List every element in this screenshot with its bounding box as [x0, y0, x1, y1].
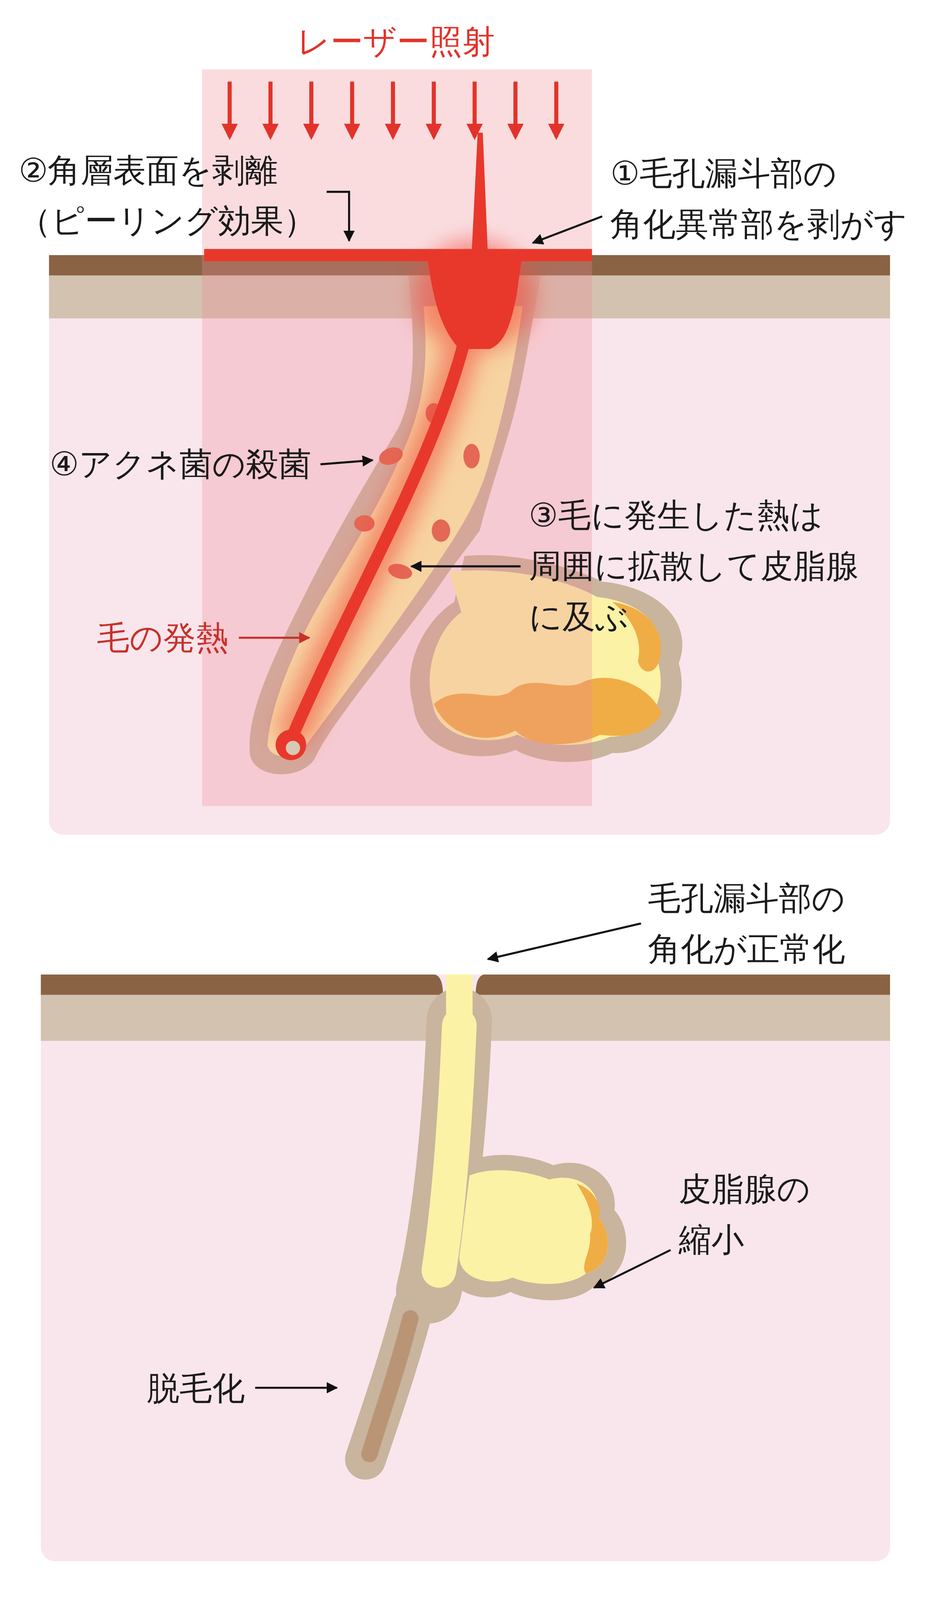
stratum-corneum: [40, 974, 443, 995]
callout-label: ①毛孔漏斗部の 角化異常部を剥がす: [610, 148, 908, 250]
peeling-layer: [204, 249, 593, 262]
leader-line: [487, 923, 641, 959]
bottom-panel: [40, 974, 891, 1562]
leader-line: [593, 1249, 671, 1288]
laser-title: レーザー照射: [296, 16, 495, 68]
dermis: [40, 974, 891, 1562]
hair-papilla: [285, 740, 300, 755]
follicle-canal: [438, 1025, 460, 1271]
callout-label: ③毛に発生した熱は 周囲に拡散して皮脂腺 に及ぶ: [528, 489, 859, 643]
sebum: [576, 1183, 608, 1274]
hair-tip: [471, 132, 488, 256]
sebaceous-gland: [459, 1169, 608, 1284]
epidermis: [477, 994, 891, 1041]
callout-label: 皮脂腺の 縮小: [678, 1163, 811, 1265]
hair-bulb: [275, 729, 307, 761]
leader-line: [255, 1386, 337, 1389]
leader-line: [532, 216, 602, 243]
callout-label: 脱毛化: [146, 1362, 245, 1414]
follicle-wall: [428, 1020, 460, 1291]
epidermis: [40, 994, 441, 1041]
follicle-wall: [365, 1305, 414, 1459]
leader-line: [326, 191, 350, 241]
resting-hair: [369, 1318, 411, 1455]
callout-label: 毛の発熱: [96, 612, 229, 664]
callout-label: ④アクネ菌の殺菌: [49, 438, 312, 490]
laser-arrows: [229, 81, 557, 137]
callout-label: 毛孔漏斗部の 角化が正常化: [648, 872, 846, 975]
heated-hair: [291, 249, 480, 740]
leader-line: [238, 636, 310, 639]
callout-label: ②角層表面を剥離 （ピーリング効果）: [18, 145, 317, 247]
stratum-corneum: [475, 974, 891, 995]
leader-lines: [255, 191, 671, 1388]
heat-glow: [291, 239, 537, 740]
leader-line: [320, 460, 373, 465]
sebaceous-gland-wall: [442, 1154, 627, 1301]
leader-line: [411, 565, 521, 568]
